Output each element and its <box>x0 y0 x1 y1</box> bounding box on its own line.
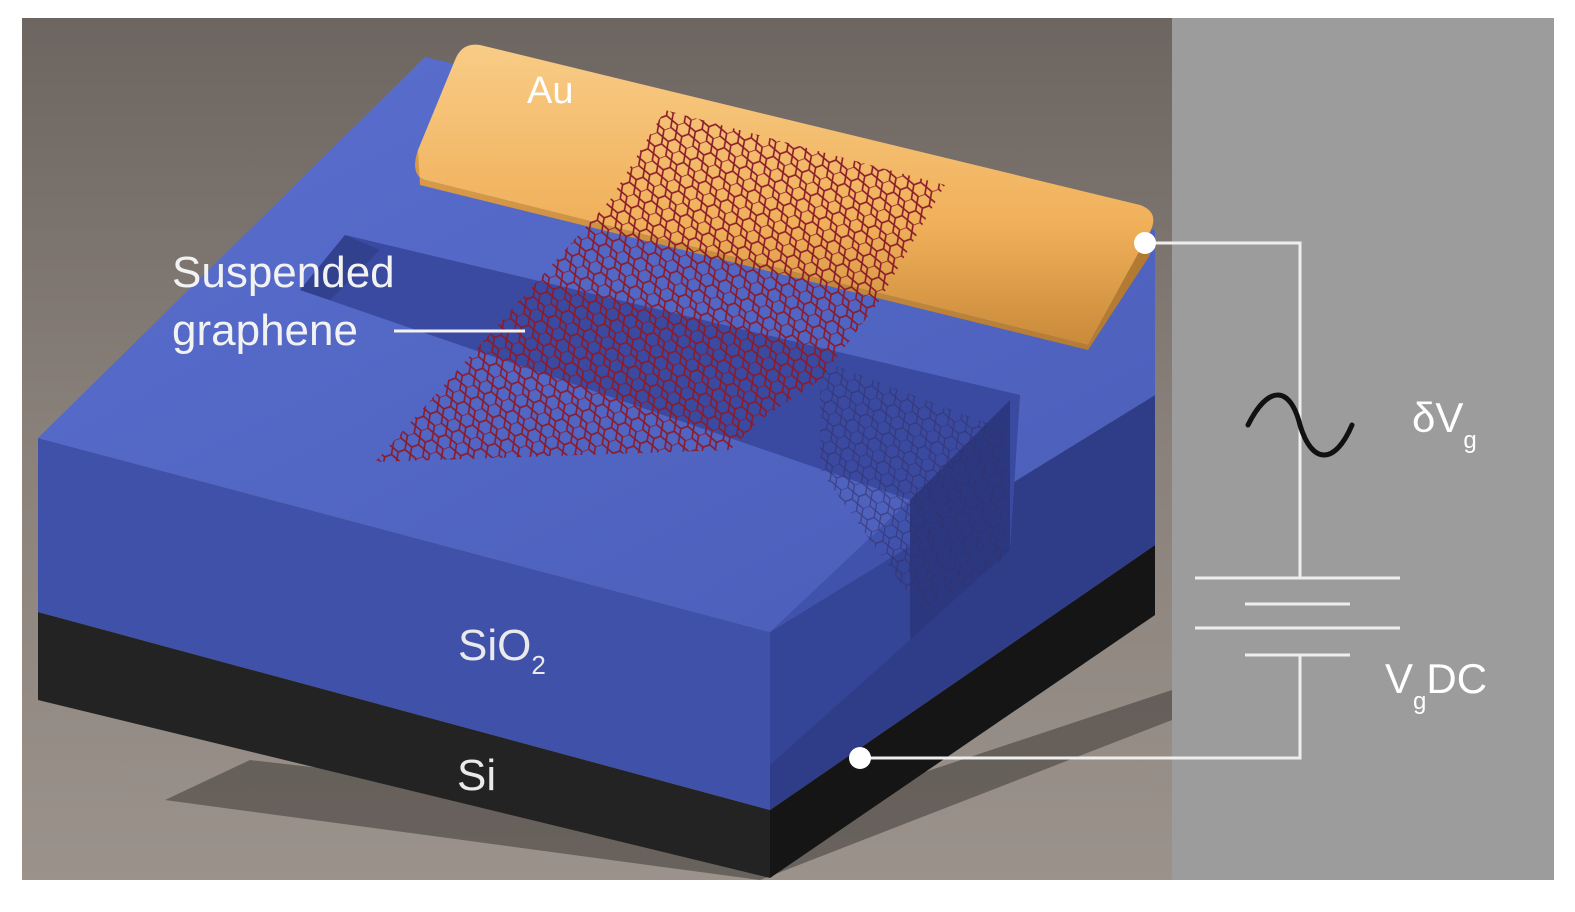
trench-end-face <box>300 235 380 300</box>
sio2-label-main: SiO <box>458 621 531 670</box>
ac-voltage-subscript: g <box>1463 427 1476 454</box>
dc-voltage-suffix: DC <box>1426 655 1487 702</box>
trench-floor <box>300 235 1020 640</box>
graphene-label: graphene <box>172 306 358 355</box>
dc-voltage-main: V <box>1385 655 1413 702</box>
terminal-dot-icon <box>849 747 871 769</box>
graphene-shadow <box>820 360 1005 610</box>
sio2-label: SiO2 <box>458 621 546 680</box>
circuit-panel <box>1172 18 1554 880</box>
sio2-front-face <box>38 438 770 810</box>
wire-bottom <box>860 655 1302 760</box>
ac-voltage-main: δV <box>1412 394 1463 441</box>
dc-voltage-subscript: g <box>1413 688 1426 715</box>
sio2-label-subscript: 2 <box>531 650 545 680</box>
sio2-right-face <box>770 395 1155 810</box>
si-layer-front <box>38 612 770 878</box>
ac-voltage-label: δVg <box>1412 394 1477 454</box>
battery-icon <box>1195 576 1400 657</box>
device-shadow <box>165 690 1172 880</box>
terminal-dot-icon <box>1134 232 1156 254</box>
si-label: Si <box>457 751 496 800</box>
suspended-label: Suspended <box>172 248 395 297</box>
dc-voltage-label: VgDC <box>1385 655 1487 715</box>
graphene-sheet <box>375 110 945 462</box>
sine-wave-icon <box>1245 392 1355 458</box>
trench-front-edge <box>770 500 910 765</box>
wire-top <box>1145 241 1302 578</box>
au-label: Au <box>527 70 573 112</box>
si-layer-side <box>770 545 1155 878</box>
